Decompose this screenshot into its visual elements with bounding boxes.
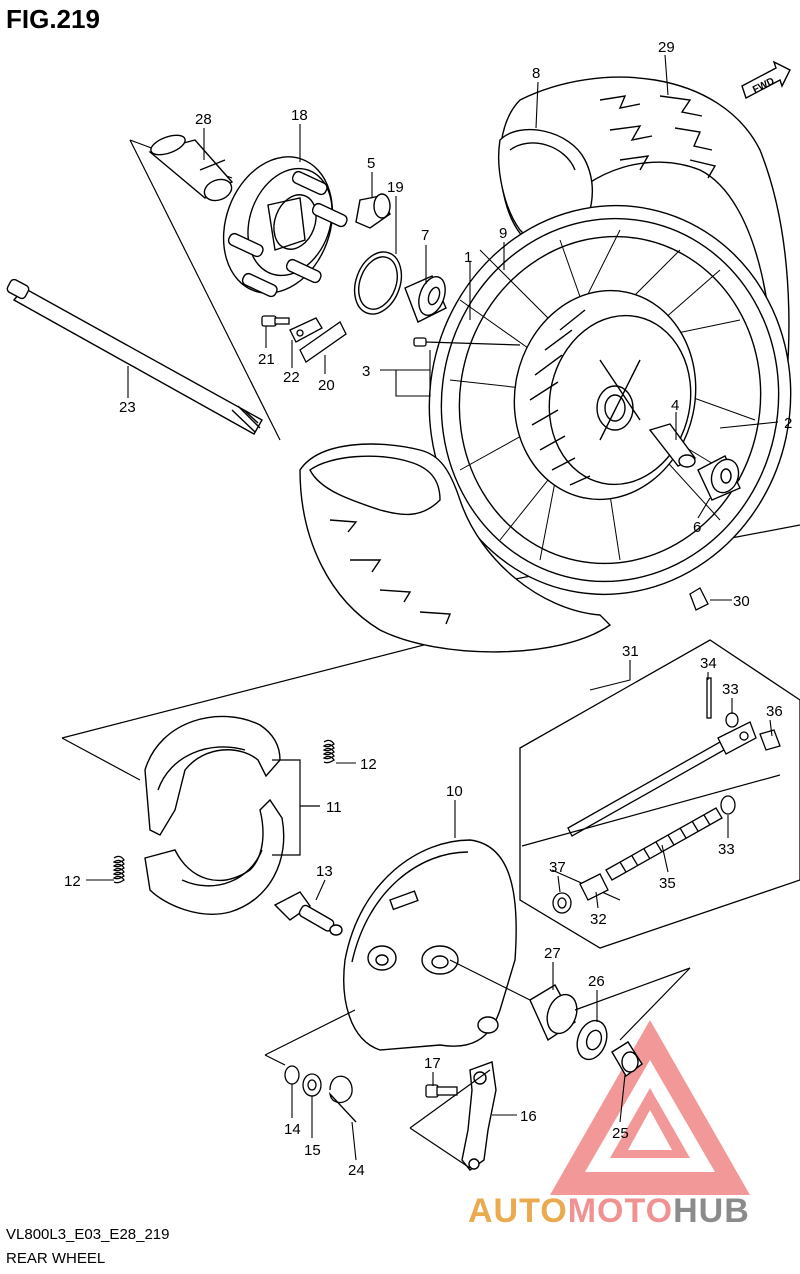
callout-26: 26 xyxy=(588,973,605,990)
callout-6: 6 xyxy=(693,519,701,536)
nut-37 xyxy=(552,892,572,914)
watermark-logo xyxy=(550,1020,750,1195)
return-spring-24 xyxy=(329,1075,357,1123)
plate-22 xyxy=(289,317,323,343)
callout-30: 30 xyxy=(733,593,750,610)
callout-33-upper: 33 xyxy=(722,681,739,698)
spring-12-lower xyxy=(112,855,125,884)
callout-29: 29 xyxy=(658,39,675,56)
callout-37: 37 xyxy=(549,859,566,876)
valve-3 xyxy=(413,337,521,347)
torque-rod xyxy=(567,721,757,837)
callout-22: 22 xyxy=(283,369,300,386)
svg-text:AUTOMOTOHUB: AUTOMOTOHUB xyxy=(468,1192,750,1230)
callout-4: 4 xyxy=(671,397,679,414)
spacer-4 xyxy=(648,423,697,468)
o-ring-19 xyxy=(353,251,403,315)
callout-10: 10 xyxy=(446,783,463,800)
damper-5 xyxy=(355,193,391,229)
watermark-text: AUTOMOTOHUB xyxy=(468,1192,750,1230)
callout-16: 16 xyxy=(520,1108,537,1125)
bolt-17 xyxy=(425,1084,458,1098)
plate-20 xyxy=(299,321,347,363)
callout-12-upper: 12 xyxy=(360,756,377,773)
camshaft-13 xyxy=(273,891,343,936)
callout-3: 3 xyxy=(362,363,370,380)
bolt-36 xyxy=(759,729,781,751)
washer-14 xyxy=(284,1065,300,1085)
callout-5: 5 xyxy=(367,155,375,172)
callout-25: 25 xyxy=(612,1125,629,1142)
callout-36: 36 xyxy=(766,703,783,720)
callout-23: 23 xyxy=(119,399,136,416)
pin-34 xyxy=(706,677,712,719)
brake-shoe-upper xyxy=(144,715,281,836)
figure-title: FIG.219 xyxy=(6,4,100,34)
spring-12-upper xyxy=(322,739,335,764)
callout-13: 13 xyxy=(316,863,333,880)
bearing-6 xyxy=(697,455,741,501)
bearing-7 xyxy=(404,275,447,323)
fwd-arrow-icon xyxy=(741,60,791,100)
callout-15: 15 xyxy=(304,1142,321,1159)
callout-27: 27 xyxy=(544,945,561,962)
guide-line-hub-left xyxy=(129,139,281,441)
callout-18: 18 xyxy=(291,107,308,124)
callout-12-lower: 12 xyxy=(64,873,81,890)
washer-15 xyxy=(302,1073,322,1097)
figure-code: VL800L3_E03_E28_219 xyxy=(6,1226,170,1243)
callout-17: 17 xyxy=(424,1055,441,1072)
callout-9: 9 xyxy=(499,225,507,242)
nut-25 xyxy=(611,1041,643,1078)
axle-shaft xyxy=(6,278,263,435)
figure-name: REAR WHEEL xyxy=(6,1250,106,1267)
callout-33-lower: 33 xyxy=(718,841,735,858)
callout-32: 32 xyxy=(590,911,607,928)
callout-35: 35 xyxy=(659,875,676,892)
brake-drum-hub xyxy=(513,289,697,501)
tire-upper xyxy=(498,76,790,432)
brake-panel-10 xyxy=(343,839,517,1051)
tire-lower xyxy=(299,443,612,653)
callout-28: 28 xyxy=(195,111,212,128)
callout-11: 11 xyxy=(326,799,342,816)
washer-33-lower xyxy=(720,795,736,815)
callout-24: 24 xyxy=(348,1162,365,1179)
callout-19: 19 xyxy=(387,179,404,196)
callout-21: 21 xyxy=(258,351,275,368)
callout-7: 7 xyxy=(421,227,429,244)
bolt-21 xyxy=(261,315,290,327)
callout-2: 2 xyxy=(784,415,792,432)
joint-32 xyxy=(579,873,609,901)
washer-33-upper xyxy=(725,712,739,728)
sprocket-hub-18 xyxy=(222,156,348,298)
clip-30 xyxy=(689,587,709,611)
seal-26 xyxy=(576,1019,608,1061)
leader-lines xyxy=(86,54,779,1161)
callout-14: 14 xyxy=(284,1121,301,1138)
callout-8: 8 xyxy=(532,65,540,82)
callout-20: 20 xyxy=(318,377,335,394)
callout-1: 1 xyxy=(464,249,472,266)
brake-shoe-lower xyxy=(144,798,285,915)
torque-link-box xyxy=(519,639,800,949)
spring-35 xyxy=(605,807,723,881)
callout-34: 34 xyxy=(700,655,717,672)
spacer-27 xyxy=(529,984,578,1042)
callout-31: 31 xyxy=(622,643,639,660)
spacer-28 xyxy=(148,134,234,202)
